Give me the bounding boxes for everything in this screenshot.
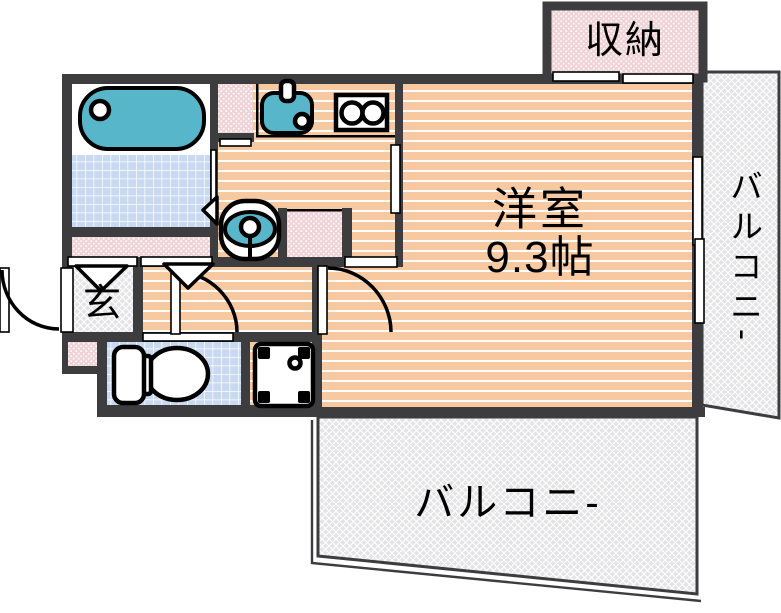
balconies — [310, 70, 781, 603]
entrance-step-marker — [74, 264, 129, 293]
pan-corner-tr — [298, 347, 310, 359]
bathtub — [78, 86, 206, 151]
kitchen-partition-opening — [390, 144, 401, 214]
pan-drain — [287, 355, 303, 371]
bath-faucet — [88, 98, 112, 122]
balcony-bottom-label: バルコニ- — [414, 481, 602, 525]
balcony-railing-line — [310, 420, 702, 603]
western-room-label: 洋室 — [491, 183, 589, 235]
entrance-doorway — [60, 267, 74, 333]
pan-corner-tl — [258, 347, 270, 359]
stove-burner-right — [360, 100, 386, 126]
closet-door-marker-2 — [622, 73, 694, 84]
storage-spot — [287, 211, 342, 257]
washbasin-stem — [248, 234, 252, 258]
pan-corner-bl — [258, 391, 270, 403]
entrance-label: 玄 — [82, 283, 122, 325]
fixtures — [78, 78, 390, 409]
balcony-right-label: バルコニ- — [725, 169, 763, 347]
entry-side-spot — [68, 342, 100, 366]
sliding-window-panel-2 — [694, 238, 705, 324]
openings — [60, 71, 705, 342]
closet-area — [542, 1, 708, 83]
toilet-tank — [111, 344, 147, 406]
main-room-floor-west — [322, 267, 403, 407]
washroom-band — [68, 237, 210, 257]
closet-box — [542, 1, 708, 83]
fridge-space — [218, 84, 253, 133]
toilet-door-marker — [142, 332, 234, 342]
western-room-size: 9.3帖 — [485, 233, 595, 282]
room-door-leaf — [317, 265, 328, 335]
stove-burner-left — [339, 100, 365, 126]
closet-label: 収納 — [584, 20, 666, 62]
entrance-door-swing — [0, 269, 60, 331]
sliding-window-panel-1 — [692, 156, 703, 246]
room-door-swing — [327, 266, 393, 333]
main-room-floor — [403, 84, 692, 407]
bath-tile-floor — [72, 155, 210, 227]
room-doorway-marker — [344, 256, 398, 268]
bath-door-triangle — [201, 195, 219, 226]
closet-door-marker-1 — [552, 71, 620, 82]
door-swings — [0, 195, 393, 335]
fridge-space-marker — [219, 138, 252, 147]
sink-faucet — [278, 78, 297, 104]
washbasin-faucet — [238, 215, 262, 239]
pan-corner-br — [298, 391, 310, 403]
toilet-bowl — [143, 345, 211, 403]
hall-step-marker — [162, 262, 215, 290]
sink-drain — [292, 111, 312, 131]
